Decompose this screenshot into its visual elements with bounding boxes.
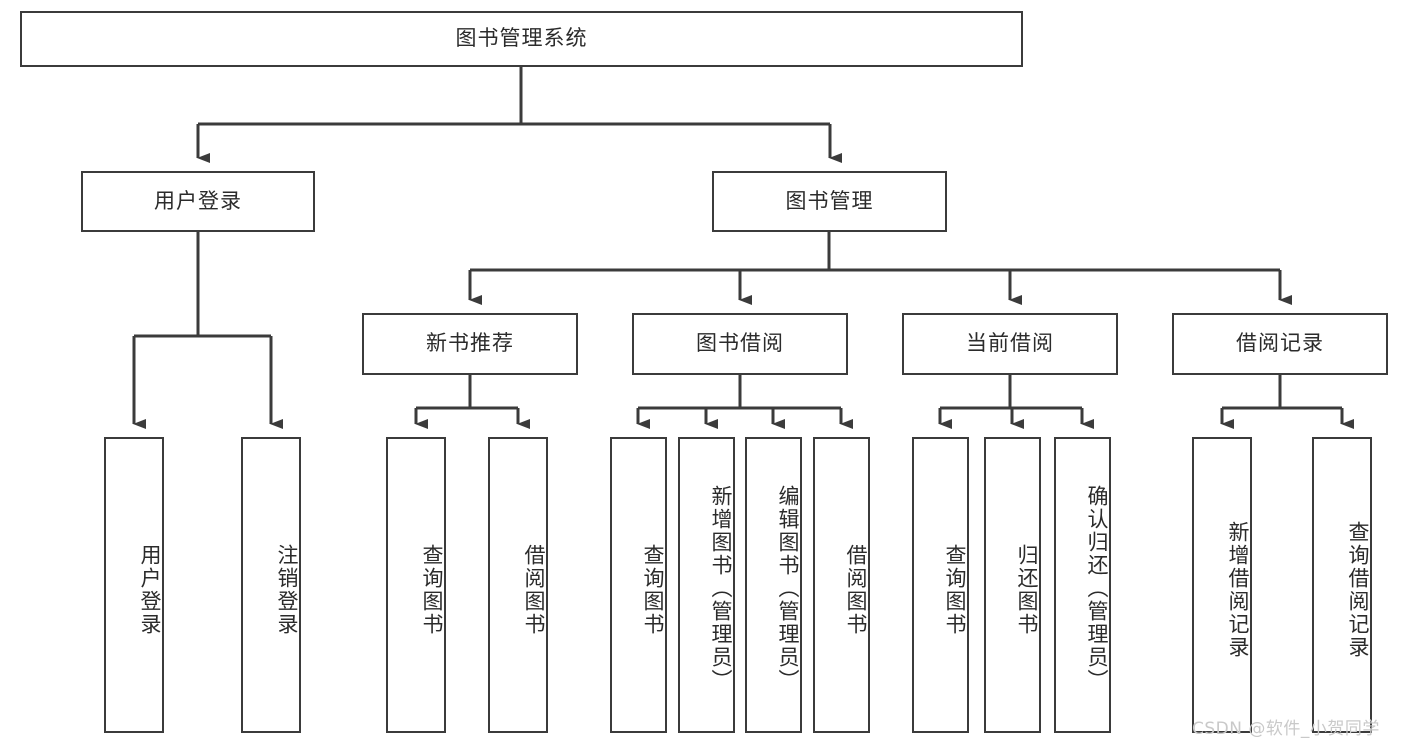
node-leaf-user-login[interactable]: 用户登录 xyxy=(104,437,164,733)
node-leaf-add-book-admin[interactable]: 新增图书（管理员） xyxy=(678,437,735,733)
node-leaf-user-login-label: 用户登录 xyxy=(138,544,162,636)
node-borrow-record-label: 借阅记录 xyxy=(1236,331,1324,356)
node-leaf-add-book-admin-label: 新增图书（管理员） xyxy=(709,484,733,692)
node-new-book-recommend-label: 新书推荐 xyxy=(426,331,514,356)
node-book-management[interactable]: 图书管理 xyxy=(712,171,947,232)
node-leaf-borrow-book-label: 借阅图书 xyxy=(844,544,868,636)
node-new-book-recommend[interactable]: 新书推荐 xyxy=(362,313,578,375)
node-leaf-edit-book-admin-label: 编辑图书（管理员） xyxy=(776,484,800,692)
node-leaf-edit-book-admin[interactable]: 编辑图书（管理员） xyxy=(745,437,802,733)
node-leaf-query-borrow-record[interactable]: 查询借阅记录 xyxy=(1312,437,1372,733)
node-current-borrow-label: 当前借阅 xyxy=(966,331,1054,356)
node-leaf-add-borrow-record-label: 新增借阅记录 xyxy=(1226,521,1250,659)
node-leaf-query-book-recommend-label: 查询图书 xyxy=(420,544,444,636)
node-leaf-query-book-label: 查询图书 xyxy=(641,544,665,636)
node-leaf-borrow-book[interactable]: 借阅图书 xyxy=(813,437,870,733)
node-leaf-query-borrow-record-label: 查询借阅记录 xyxy=(1346,521,1370,659)
node-leaf-borrow-book-recommend[interactable]: 借阅图书 xyxy=(488,437,548,733)
node-borrow-record[interactable]: 借阅记录 xyxy=(1172,313,1388,375)
node-book-borrow-label: 图书借阅 xyxy=(696,331,784,356)
node-leaf-query-book[interactable]: 查询图书 xyxy=(610,437,667,733)
node-leaf-confirm-return-admin[interactable]: 确认归还（管理员） xyxy=(1054,437,1111,733)
node-user-login-label: 用户登录 xyxy=(154,188,242,213)
node-book-management-label: 图书管理 xyxy=(785,188,874,213)
node-leaf-add-borrow-record[interactable]: 新增借阅记录 xyxy=(1192,437,1252,733)
node-root-label: 图书管理系统 xyxy=(455,26,588,51)
node-leaf-return-book[interactable]: 归还图书 xyxy=(984,437,1041,733)
node-leaf-query-book-current[interactable]: 查询图书 xyxy=(912,437,969,733)
node-leaf-user-logout-label: 注销登录 xyxy=(275,544,299,636)
node-user-login[interactable]: 用户登录 xyxy=(81,171,315,232)
node-root[interactable]: 图书管理系统 xyxy=(20,11,1023,67)
node-book-borrow[interactable]: 图书借阅 xyxy=(632,313,848,375)
node-leaf-user-logout[interactable]: 注销登录 xyxy=(241,437,301,733)
csdn-watermark: CSDN @软件_小贺同学 xyxy=(1192,719,1380,739)
node-leaf-query-book-recommend[interactable]: 查询图书 xyxy=(386,437,446,733)
node-leaf-borrow-book-recommend-label: 借阅图书 xyxy=(522,544,546,636)
node-leaf-return-book-label: 归还图书 xyxy=(1015,544,1039,636)
node-leaf-query-book-current-label: 查询图书 xyxy=(943,544,967,636)
node-leaf-confirm-return-admin-label: 确认归还（管理员） xyxy=(1085,484,1109,692)
node-current-borrow[interactable]: 当前借阅 xyxy=(902,313,1118,375)
